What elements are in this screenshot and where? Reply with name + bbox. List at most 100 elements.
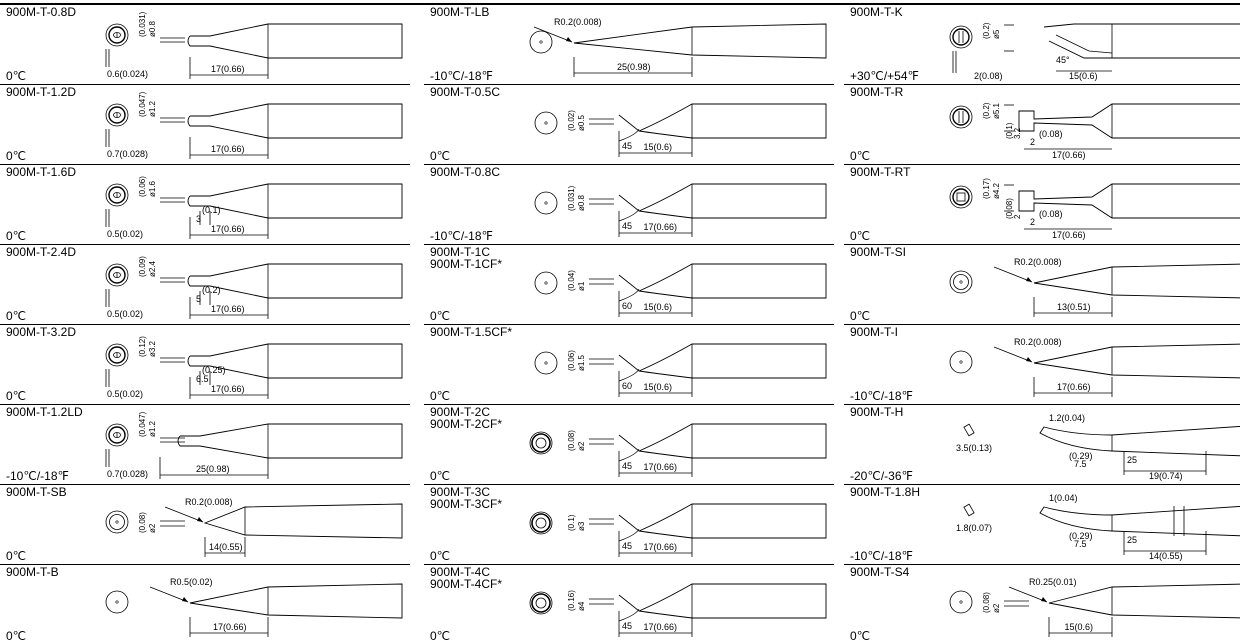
tip-thickness-label: 1.8(0.07)	[956, 523, 992, 533]
tip-thickness-label: 0.7(0.028)	[107, 149, 148, 159]
dia-mm-label: ø3.2	[148, 340, 157, 357]
end-view-circle	[949, 105, 973, 129]
bevel-label: 3	[196, 214, 201, 224]
temperature-offset: 0℃	[850, 309, 871, 323]
tip-outline	[1043, 23, 1240, 59]
dia-mm-label: ø2	[577, 441, 586, 451]
dia-mm-label: ø5.1	[992, 102, 1001, 119]
length-label: 14(0.55)	[1149, 551, 1183, 561]
end-view-circle	[534, 191, 558, 215]
tip-outline	[618, 103, 827, 139]
end-view-circle	[534, 351, 558, 375]
tip-model-name: 900M-T-B	[6, 565, 59, 579]
tip-outline	[189, 583, 403, 619]
end-view-circle	[949, 25, 973, 49]
tip-model-name: 900M-T-1C	[430, 245, 491, 259]
temperature-offset: 0℃	[430, 469, 451, 483]
tip-model-name: 900M-T-0.8D	[6, 5, 77, 19]
end-view-circle	[949, 590, 973, 614]
dia-inch-label: (0.047)	[138, 411, 147, 437]
tip-drawing: (0.12)ø3.217(0.66)0.5(0.02)6.5(0.25)	[105, 336, 403, 399]
dia-mm-label: ø1.2	[148, 100, 157, 117]
radius-label: R0.2(0.008)	[185, 497, 233, 507]
tip-end-view	[963, 423, 975, 437]
angle-label: 45	[622, 461, 632, 471]
bend-mm-label: 7.5	[1074, 539, 1087, 549]
tip-model-name: 900M-T-R	[850, 85, 904, 99]
length-label: 19(0.74)	[1149, 471, 1183, 481]
end-view-circle	[529, 431, 553, 455]
blade-edge	[1055, 34, 1113, 54]
angle-arc	[618, 528, 640, 542]
radius-label: R0.25(0.01)	[1029, 577, 1077, 587]
tip-outline	[618, 183, 827, 219]
slot-mm-label: 2	[1013, 214, 1022, 219]
tip-outline	[618, 263, 827, 299]
tip-outline	[187, 183, 403, 219]
dia-mm-label: ø2	[148, 523, 157, 533]
bend-length-label: 25	[1127, 455, 1137, 465]
center-dot	[544, 201, 548, 205]
end-view-circle	[534, 271, 558, 295]
bend-inch-label: (0.29)	[1069, 451, 1093, 461]
dia-inch-label: (0.1)	[567, 514, 576, 531]
arrowhead	[182, 597, 188, 602]
dia-mm-label: ø0.5	[577, 114, 586, 131]
angle-arc	[618, 608, 640, 622]
length-label: 17(0.66)	[1052, 230, 1086, 240]
end-view-ring	[108, 266, 126, 284]
tip-model-name: 900M-T-LB	[430, 5, 490, 19]
radius-leader	[993, 266, 1033, 283]
tip-model-name: 900M-T-2C	[430, 405, 491, 419]
temperature-offset: 0℃	[6, 389, 27, 403]
tip-thickness-label: 0.6(0.024)	[107, 69, 148, 79]
dia-inch-label: (0.08)	[138, 512, 147, 533]
tip-thickness-label: 2(0.08)	[974, 71, 1003, 81]
bend-mm-label: 7.5	[1074, 459, 1087, 469]
tip-end-view	[963, 503, 975, 517]
temperature-offset: 0℃	[6, 549, 27, 563]
tip-model-name: 900M-T-1.6D	[6, 165, 77, 179]
tip-width-label: 1.2(0.04)	[1049, 413, 1085, 423]
end-view-circle	[949, 350, 973, 374]
dia-inch-label: (0.08)	[567, 430, 576, 451]
end-view-ring	[108, 186, 126, 204]
length-label: 17(0.66)	[211, 64, 245, 74]
radius-leader	[993, 346, 1033, 363]
end-view-ring	[952, 28, 970, 46]
tip-drawing: (0.047)ø1.225(0.98)0.7(0.028)	[105, 411, 403, 479]
temperature-offset: -10℃/-18℉	[430, 229, 493, 243]
tip-outline	[1018, 103, 1240, 139]
length-label: 15(0.6)	[644, 302, 673, 312]
temperature-offset: 0℃	[850, 149, 871, 163]
tip-outline	[1033, 343, 1240, 379]
radius-label: R0.2(0.008)	[1014, 257, 1062, 267]
tip-outline	[187, 343, 403, 379]
angle-label: 45	[622, 621, 632, 631]
end-view-ring	[531, 513, 551, 533]
dia-inch-label: (0.031)	[138, 11, 147, 37]
slot-width-label: 2	[1030, 137, 1035, 147]
center-dot	[959, 360, 963, 364]
tip-model-name: 900M-T-4CF*	[430, 577, 503, 591]
temperature-offset: 0℃	[430, 629, 451, 643]
arrowhead	[197, 517, 203, 522]
length-label: 17(0.66)	[211, 304, 245, 314]
center-dot	[539, 40, 543, 44]
tip-thickness-label: 0.5(0.02)	[107, 389, 143, 399]
end-view-inner	[535, 437, 547, 449]
dia-inch-label: (0.06)	[138, 176, 147, 197]
tip-outline	[203, 503, 403, 539]
radius-leader	[533, 26, 573, 43]
